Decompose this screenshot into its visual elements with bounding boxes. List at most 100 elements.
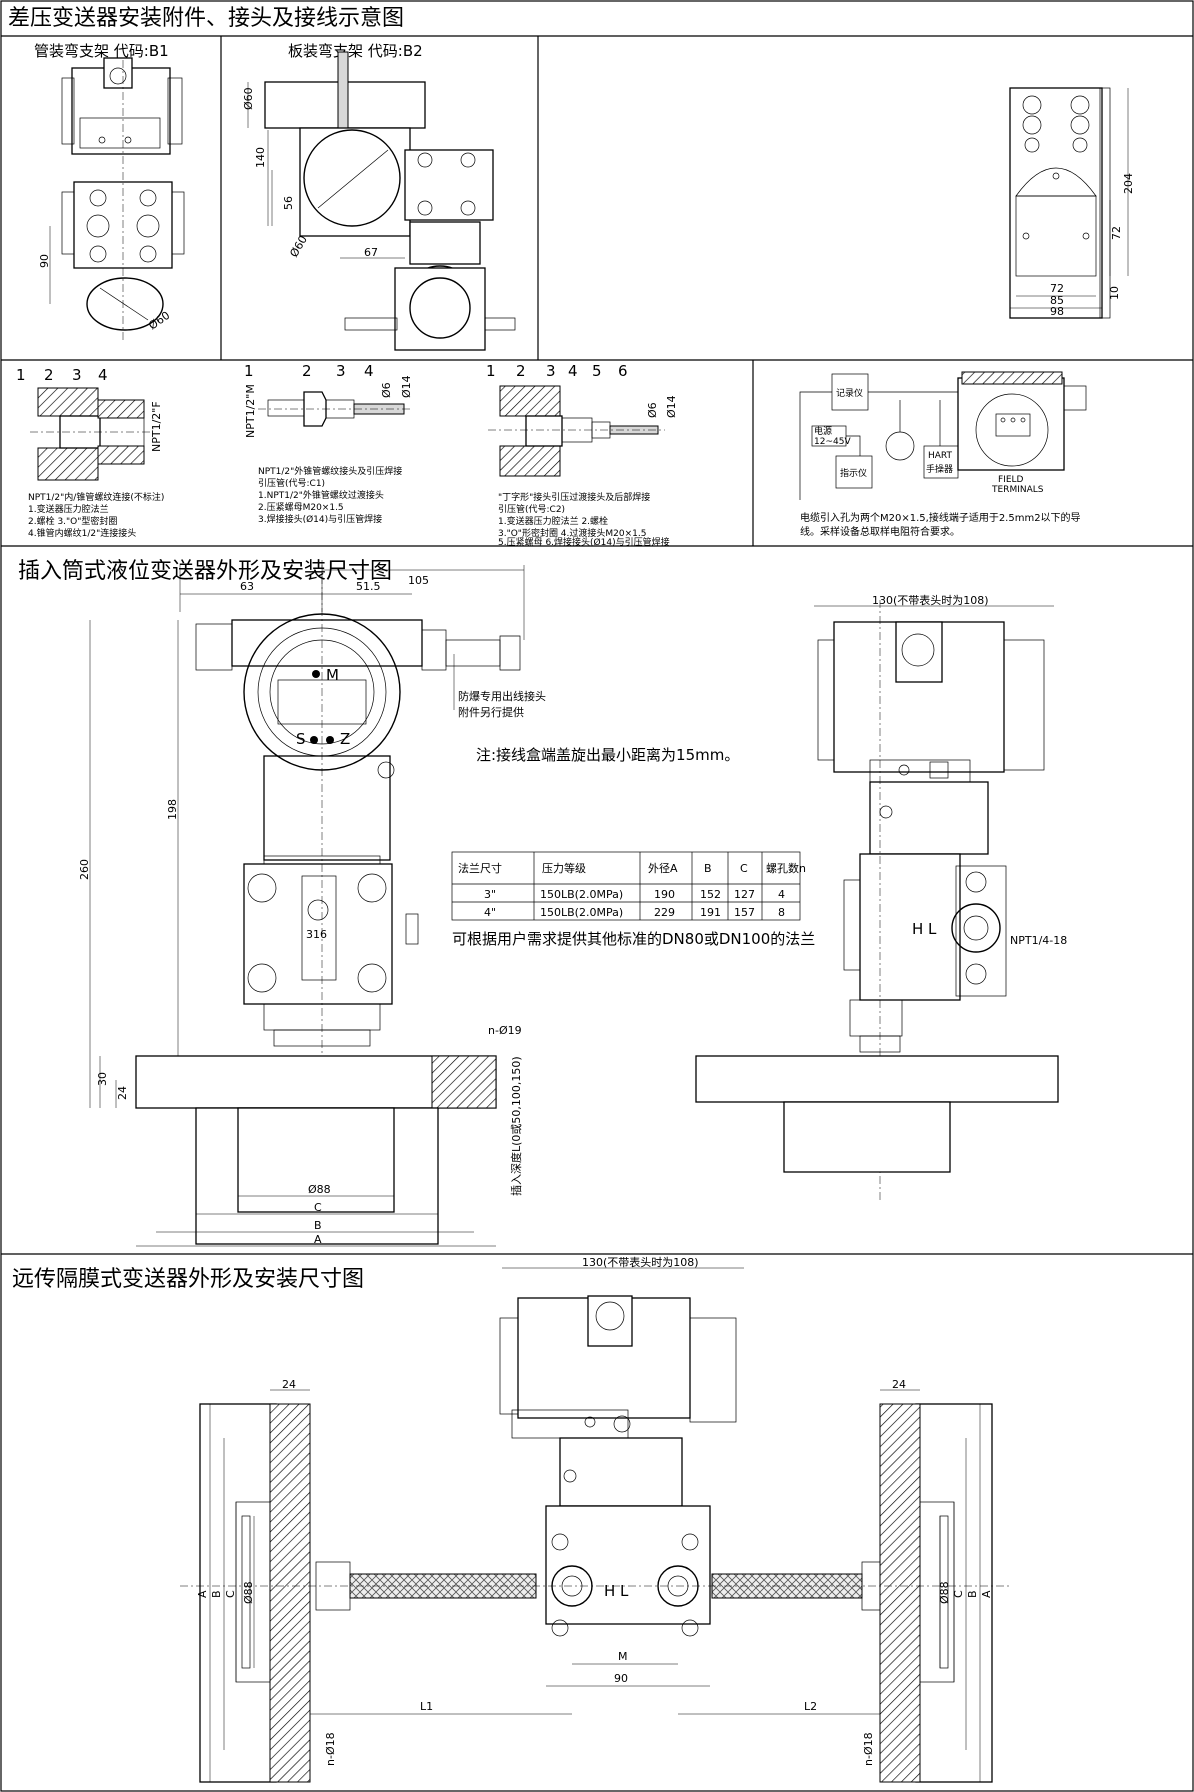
- insert-side-view: 130(不带表头时为108) H L NPT1/4-18: [695, 593, 1067, 1200]
- fitting-c-note-1: 引压管(代号:C2): [498, 503, 565, 515]
- plate-bracket-label: 板装弯支架 代码:B2: [288, 42, 423, 60]
- wiring-power: 电源: [814, 425, 832, 437]
- fitting-b-dim-14: Ø14: [400, 375, 413, 398]
- fitting-c-dim-14: Ø14: [665, 395, 678, 418]
- wiring-indicator: 指示仪: [840, 467, 867, 479]
- fitting-c-number-4: 4: [568, 362, 578, 380]
- insert-dim-260: 260: [78, 859, 91, 880]
- insert-dim-51-5: 51.5: [356, 580, 381, 593]
- table-row2-c: 157: [734, 906, 755, 919]
- fitting-b-dim-6: Ø6: [380, 382, 393, 398]
- b2-dim-67: 67: [364, 246, 378, 259]
- side-top-dim: 130(不带表头时为108): [872, 593, 989, 607]
- wiring-terminals: TERMINALS: [991, 485, 1044, 495]
- table-row2-size: 4": [484, 906, 496, 919]
- fitting-b-number-1: 1: [244, 362, 254, 380]
- insert-front-view: 63 51.5 105 M S Z 316: [78, 560, 739, 1247]
- fitting-b-thread: NPT1/2"M: [244, 384, 257, 438]
- insert-dim-105: 105: [408, 574, 429, 587]
- table-header-c: C: [740, 862, 748, 875]
- table-row1-c: 127: [734, 888, 755, 901]
- fitting-a-number-3: 3: [72, 366, 82, 384]
- fitting-a-number-2: 2: [44, 366, 54, 384]
- plate-dim-204: 204: [1122, 173, 1135, 194]
- plate-bracket-b2-drawing: 板装弯支架 代码:B2 Ø60 140 56 Ø60 67: [242, 42, 516, 351]
- fitting-c-number-6: 6: [618, 362, 628, 380]
- insert-section-title: 插入筒式液位变送器外形及安装尺寸图: [18, 559, 392, 584]
- table-header-size: 法兰尺寸: [458, 861, 502, 875]
- table-row2-a: 229: [654, 906, 675, 919]
- pipe-bracket-label: 管装弯支架 代码:B1: [34, 42, 169, 60]
- fitting-c-note-0: "丁字形"接头引压过渡接头及后部焊接: [498, 491, 650, 503]
- wiring-voltage: 12~45V: [814, 437, 851, 447]
- fitting-b-note-1: 引压管(代号:C1): [258, 477, 325, 489]
- table-header-b: B: [704, 862, 712, 875]
- fitting-c-number-5: 5: [592, 362, 602, 380]
- insert-material-marker: 316: [306, 928, 327, 941]
- fitting-b-number-4: 4: [364, 362, 374, 380]
- remote-holes-right: n-Ø18: [862, 1732, 875, 1766]
- remote-right-c: C: [952, 1590, 965, 1598]
- wiring-note: 电缆引入孔为两个M20×1.5,接线端子适用于2.5mm2以下的导线。采样设备总…: [800, 513, 1081, 538]
- b1-dim-90: 90: [38, 254, 51, 268]
- plate-dim-10: 10: [1108, 286, 1121, 300]
- fitting-c-number-3: 3: [546, 362, 556, 380]
- b2-dim-56: 56: [282, 196, 295, 210]
- insert-display-s: S: [296, 730, 306, 748]
- insert-dim-88: Ø88: [308, 1183, 331, 1196]
- insert-dim-30: 30: [96, 1072, 109, 1086]
- explosion-note-1: 附件另行提供: [458, 705, 524, 719]
- side-hl-label: H L: [912, 920, 937, 938]
- fitting-c-note-4: 5.压紧螺母 6.焊接接头(Ø14)与引压管焊接: [498, 536, 670, 548]
- remote-dim-m: M: [618, 1650, 628, 1663]
- fitting-b-note-0: NPT1/2"外锥管螺纹接头及引压焊接: [258, 465, 402, 477]
- fitting-b-drawing: 1 2 3 4 NPT1/2"M Ø6 Ø14 NPT1/2"外锥管螺纹接头及引…: [244, 362, 413, 525]
- insert-dim-a: A: [314, 1233, 322, 1246]
- insert-dim-24: 24: [116, 1086, 129, 1100]
- fitting-a-note-0: NPT1/2"内/锥管螺纹连接(不标注): [28, 491, 164, 503]
- wiring-hart: HART: [928, 451, 953, 461]
- b2-dim-pipe2: Ø60: [287, 233, 310, 259]
- wiring-communicator: 手操器: [926, 463, 953, 475]
- remote-dim-90: 90: [614, 1672, 628, 1685]
- table-row1-pressure: 150LB(2.0MPa): [540, 888, 623, 901]
- fitting-c-note-2: 1.变送器压力腔法兰 2.螺栓: [498, 515, 608, 527]
- fitting-c-number-1: 1: [486, 362, 496, 380]
- b2-dim-pipe: Ø60: [242, 87, 255, 110]
- fitting-b-number-2: 2: [302, 362, 312, 380]
- table-row2-pressure: 150LB(2.0MPa): [540, 906, 623, 919]
- flange-table: 法兰尺寸 压力等级 外径A B C 螺孔数n 3" 150LB(2.0MPa) …: [451, 851, 815, 948]
- side-npt-label: NPT1/4-18: [1010, 934, 1067, 947]
- plate-dim-72h: 72: [1050, 282, 1064, 295]
- remote-left-a: A: [196, 1590, 209, 1598]
- accessories-section-title: 差压变送器安装附件、接头及接线示意图: [8, 6, 404, 31]
- table-row1-n: 4: [778, 888, 785, 901]
- insert-dim-63: 63: [240, 580, 254, 593]
- wiring-diagram: 记录仪 电源 12~45V 指示仪 HART 手操器 FIELD TERMINA…: [799, 371, 1087, 538]
- wiring-recorder: 记录仪: [836, 388, 863, 399]
- insert-dim-198: 198: [166, 799, 179, 820]
- table-header-pressure: 压力等级: [542, 861, 586, 875]
- fitting-c-note-3: 3."O"形密封圈 4.过渡接头M20×1.5: [498, 527, 646, 539]
- fitting-a-drawing: 1 2 3 4 NPT1/2"F NPT1/2"内/锥管螺纹连接(不标注) 1.…: [16, 366, 164, 539]
- remote-dim-l2: L2: [804, 1700, 817, 1713]
- fitting-a-thread: NPT1/2"F: [150, 401, 163, 452]
- fitting-a-note-2: 2.螺栓 3."O"型密封圈: [28, 515, 117, 527]
- insert-depth-label: 插入深度L(0或50,100,150): [509, 1056, 523, 1196]
- remote-section-title: 远传隔膜式变送器外形及安装尺寸图: [12, 1267, 364, 1292]
- remote-side-dim-left: 24: [282, 1378, 296, 1391]
- explosion-note-0: 防爆专用出线接头: [458, 689, 546, 703]
- fitting-b-number-3: 3: [336, 362, 346, 380]
- remote-holes-left: n-Ø18: [324, 1732, 337, 1766]
- fitting-b-note-2: 1.NPT1/2"外锥管螺纹过渡接头: [258, 489, 384, 501]
- table-row1-a: 190: [654, 888, 675, 901]
- insert-dim-b: B: [314, 1219, 322, 1232]
- insert-display-z: Z: [340, 730, 350, 748]
- plate-dim-85: 85: [1050, 294, 1064, 307]
- table-row1-b: 152: [700, 888, 721, 901]
- b1-dim-pipe: Ø60: [146, 309, 172, 333]
- plate-dim-72v: 72: [1110, 226, 1123, 240]
- remote-dim-l1: L1: [420, 1700, 433, 1713]
- remote-left-c: C: [224, 1590, 237, 1598]
- remote-right-88: Ø88: [938, 1581, 951, 1604]
